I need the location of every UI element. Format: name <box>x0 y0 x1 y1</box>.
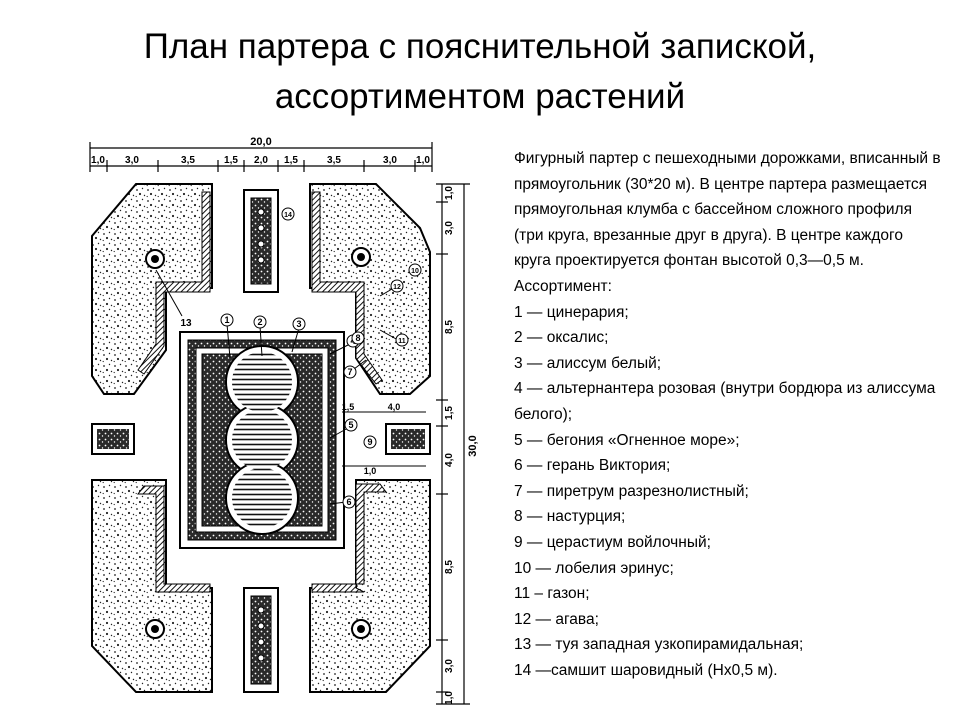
assortment-item: 4 — альтернантера розовая (внутри бордюр… <box>514 380 936 423</box>
marker-6: 6 <box>342 495 356 509</box>
marker-13: 13 <box>180 318 192 329</box>
side-bed-right <box>385 423 431 455</box>
top-dim-8: 3,0 <box>383 155 397 166</box>
svg-text:13: 13 <box>180 318 192 329</box>
assortment-item: 13 — туя западная узкопирамидальная; <box>514 636 804 654</box>
top-dim-2: 3,0 <box>125 155 139 166</box>
assortment-item: 11 – газон; <box>514 585 590 603</box>
right-total-dimension: 30,0 <box>467 435 479 456</box>
svg-text:7: 7 <box>347 367 352 377</box>
marker-11: 11 <box>395 333 409 347</box>
assortment-item: 2 — оксалис; <box>514 329 609 347</box>
mid-dim-1: 1,5 <box>342 402 355 412</box>
side-bed-left <box>91 423 135 455</box>
right-dim-6: 8,5 <box>444 560 455 574</box>
marker-9: 9 <box>363 435 377 449</box>
assortment-item: 7 — пиретрум разрезнолистный; <box>514 482 749 500</box>
assortment-item: 1 — цинерария; <box>514 303 629 321</box>
right-dim-8: 1,0 <box>444 691 455 705</box>
description-text: Фигурный партер с пешеходными дорожками,… <box>514 150 941 270</box>
right-dim-3: 8,5 <box>444 320 455 334</box>
svg-text:1: 1 <box>224 315 229 325</box>
marker-14: 14 <box>281 207 295 221</box>
marker-2: 2 <box>253 315 267 329</box>
top-dim-7: 3,5 <box>327 155 341 166</box>
marker-8: 8 <box>351 331 365 345</box>
middle-dimension-chain <box>342 411 426 467</box>
explanatory-note: Фигурный партер с пешеходными дорожками,… <box>514 146 944 683</box>
marker-1: 1 <box>220 313 234 327</box>
assortment-item: 9 — церастиум войлочный; <box>514 533 711 551</box>
svg-text:3: 3 <box>296 319 301 329</box>
top-dim-9: 1,0 <box>416 155 430 166</box>
svg-text:5: 5 <box>348 420 353 430</box>
assortment-item: 14 —самшит шаровидный (Нх0,5 м). <box>514 661 778 679</box>
top-dim-1: 1,0 <box>91 155 105 166</box>
assortment-item: 12 — агава; <box>514 610 599 628</box>
strip-bed-bottom <box>243 587 279 693</box>
marker-7: 7 <box>343 365 357 379</box>
parterre-plan-drawing: 20,0 1,0 3,0 3,5 1,5 2,0 1,5 3,5 3,0 1,0 <box>89 136 479 705</box>
marker-3: 3 <box>292 317 306 331</box>
top-dimension-chain <box>89 142 433 172</box>
assortment-item: 10 — лобелия эринус; <box>514 559 674 577</box>
assortment-item: 5 — бегония «Огненное море»; <box>514 431 740 449</box>
svg-text:10: 10 <box>411 268 419 275</box>
top-dim-3: 3,5 <box>181 155 195 166</box>
svg-text:12: 12 <box>393 284 401 291</box>
right-dimension-chain <box>436 183 470 705</box>
svg-text:14: 14 <box>284 212 292 219</box>
right-dim-5: 4,0 <box>444 453 455 467</box>
leader-lines <box>155 269 399 505</box>
mid-dim-2: 4,0 <box>388 402 401 412</box>
svg-text:8: 8 <box>355 333 360 343</box>
right-dim-1: 1,0 <box>444 186 455 200</box>
svg-text:2: 2 <box>257 317 262 327</box>
parterre-plan: 20,0 1,0 3,0 3,5 1,5 2,0 1,5 3,5 3,0 1,0 <box>80 132 500 720</box>
mid-dim-3: 1,0 <box>364 466 377 476</box>
svg-text:9: 9 <box>367 437 372 447</box>
central-bed <box>179 331 345 549</box>
marker-5: 5 <box>344 418 358 432</box>
assortment-item: 3 — алиссум белый; <box>514 354 662 372</box>
right-dim-2: 3,0 <box>444 221 455 235</box>
assortment-heading: Ассортимент: <box>514 277 612 295</box>
right-dim-7: 3,0 <box>444 659 455 673</box>
top-dim-5: 2,0 <box>254 155 268 166</box>
top-dim-4: 1,5 <box>224 155 238 166</box>
right-dim-4: 1,5 <box>444 406 455 420</box>
top-dim-6: 1,5 <box>284 155 298 166</box>
top-total-dimension: 20,0 <box>250 136 271 148</box>
bed-top-left <box>91 183 213 395</box>
bed-bottom-left <box>91 479 213 693</box>
assortment-list: 1 — цинерария; 2 — оксалис; 3 — алиссум … <box>514 300 944 684</box>
slide-title: План партера с пояснительной запиской, а… <box>0 22 960 122</box>
assortment-item: 6 — герань Виктория; <box>514 457 671 475</box>
bed-bottom-right <box>309 479 431 693</box>
slide-title-line-1: План партера с пояснительной запиской, <box>143 27 817 66</box>
slide-title-line-2: ассортиментом растений <box>274 77 686 116</box>
assortment-item: 8 — настурция; <box>514 508 626 526</box>
strip-bed-top <box>243 189 279 293</box>
svg-text:11: 11 <box>398 338 406 345</box>
marker-12: 12 <box>390 279 404 293</box>
svg-text:6: 6 <box>346 497 351 507</box>
marker-10: 10 <box>408 263 422 277</box>
